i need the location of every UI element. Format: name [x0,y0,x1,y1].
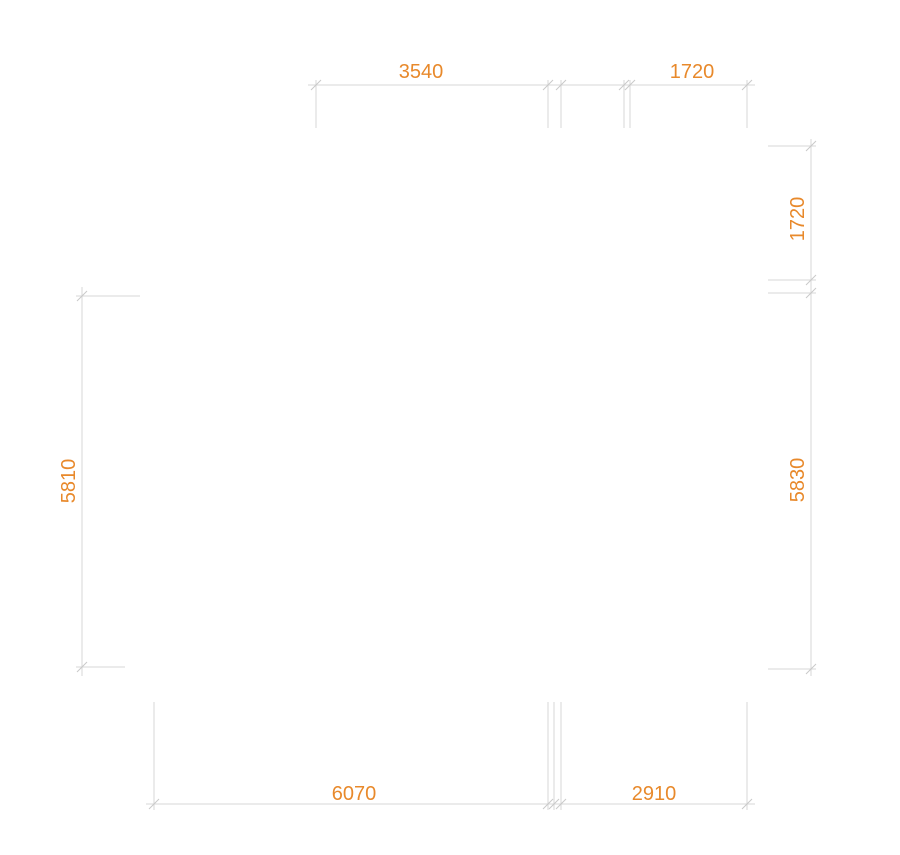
left-dimension-label: 5810 [58,459,80,504]
left-dimension-chain: 5810 [58,287,140,676]
top-right-dimension-label: 1720 [670,61,715,83]
right-upper-dimension-label: 1720 [787,197,809,242]
bottom-dimension-chain: 6070 2910 [146,702,755,810]
right-lower-dimension-label: 5830 [787,458,809,503]
right-dimension-chain: 1720 5830 [768,139,817,676]
top-left-dimension-label: 3540 [399,61,444,83]
top-dimension-chain: 3540 1720 [308,61,755,128]
bottom-left-dimension-label: 6070 [332,783,377,805]
bottom-right-dimension-label: 2910 [632,783,677,805]
